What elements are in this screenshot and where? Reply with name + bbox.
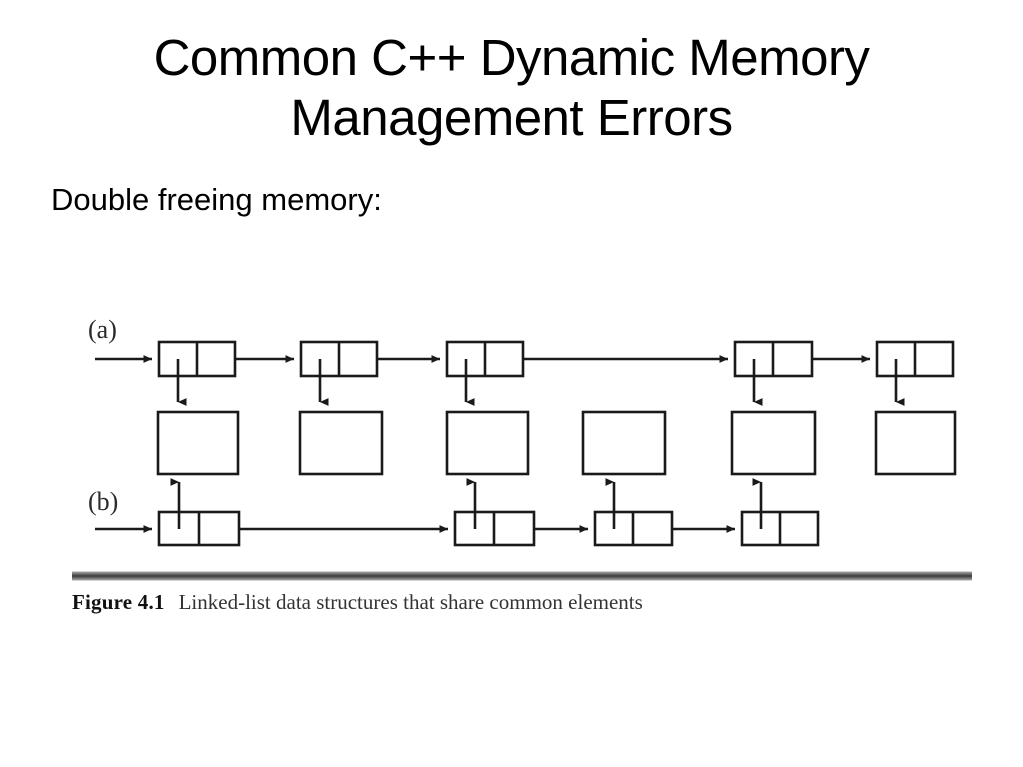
data-box-3 [445,410,530,476]
row-b-node-2 [453,478,589,547]
data-box-5 [730,410,817,476]
data-box-6 [874,410,957,476]
row-a-node-2 [299,340,441,406]
row-a-node-4 [733,340,871,406]
row-b-node-3 [593,478,736,547]
figure-caption-label: Figure 4.1 [72,590,165,614]
data-box-1 [156,410,240,476]
row-a-label: (a) [88,315,117,344]
row-a-node-5 [875,340,955,406]
row-a-node-1 [157,340,295,406]
data-box-2 [298,410,384,476]
row-a-node-3 [445,340,729,406]
figure-separator-rule [72,571,972,581]
row-b-node-4 [740,478,820,547]
figure-caption: Figure 4.1 Linked-list data structures th… [72,589,643,615]
row-b-label: (b) [88,487,118,516]
page-title: Common C++ Dynamic Memory Management Err… [153,29,870,146]
data-box-4 [581,410,667,476]
body-text: Double freeing memory: [51,182,382,217]
figure-caption-text: Linked-list data structures that share c… [178,590,643,614]
row-b-node-1 [157,478,449,547]
